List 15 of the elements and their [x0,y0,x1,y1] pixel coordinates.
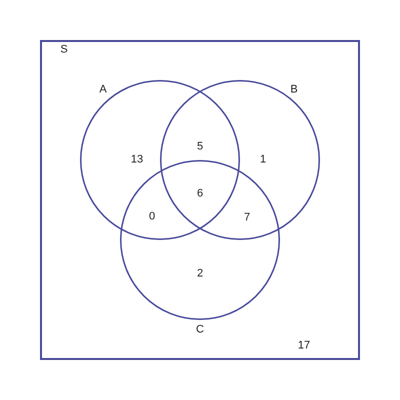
set-circle [80,80,240,240]
region-count: 5 [196,142,204,152]
set-label: C [196,324,204,336]
region-count: 0 [148,212,156,222]
universal-set-box [40,40,360,360]
region-count: 13 [130,154,144,166]
set-circle [160,80,320,240]
region-count: 6 [196,188,204,200]
set-label: B [290,84,298,96]
set-label: S [60,44,68,56]
set-label: A [99,84,107,96]
region-count: 7 [244,212,250,224]
region-count: 17 [298,340,310,352]
region-count: 2 [196,268,204,280]
region-count: 1 [260,154,266,166]
